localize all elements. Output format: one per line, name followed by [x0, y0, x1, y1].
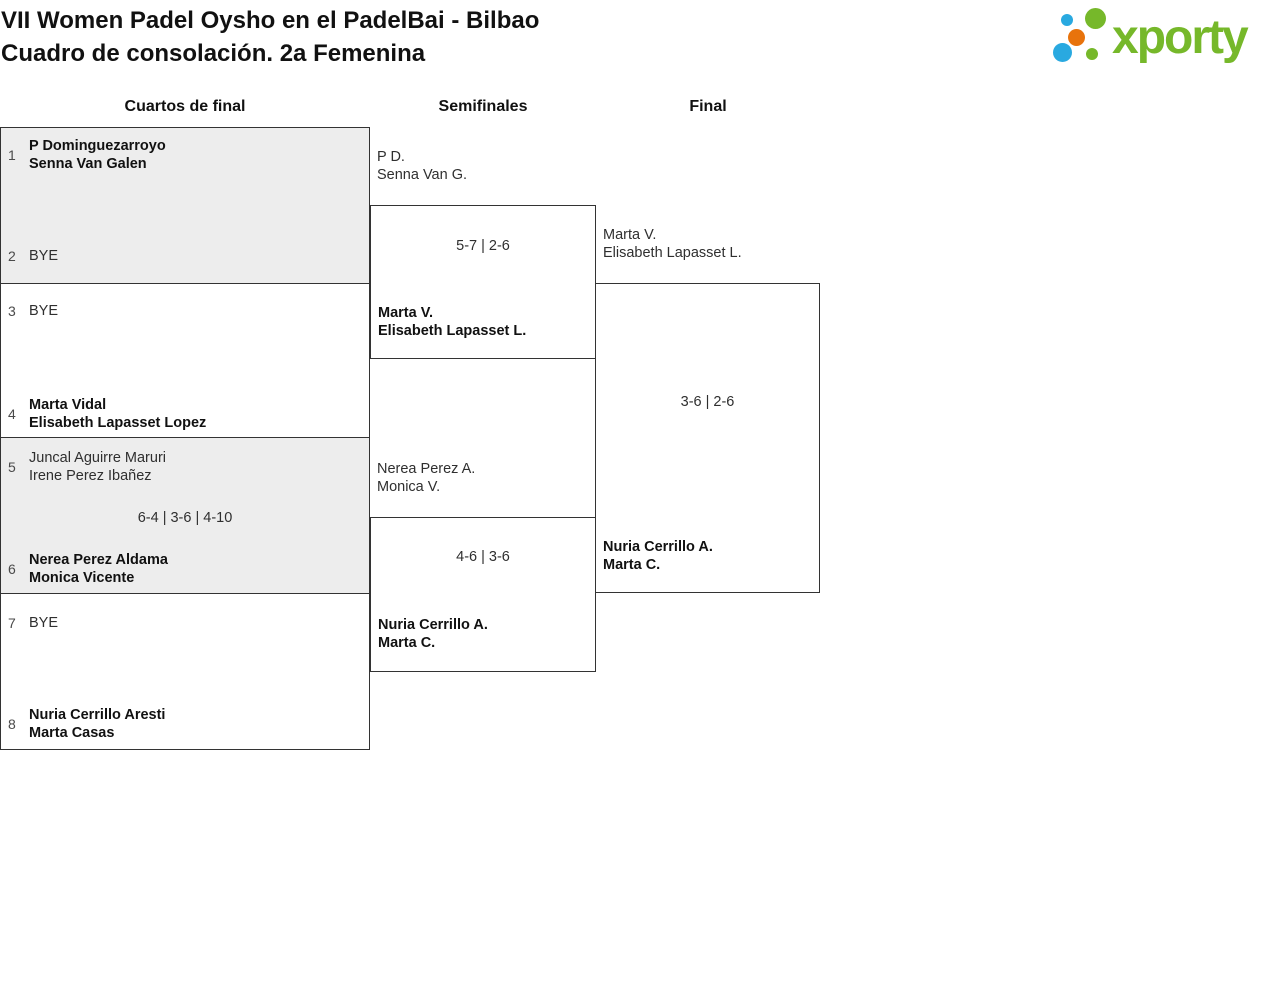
player-name: Monica V.: [377, 479, 441, 495]
team-names: Juncal Aguirre Maruri Irene Perez Ibañez: [29, 449, 166, 485]
player-name: P Dominguezarroyo: [29, 138, 166, 154]
team-slot-qf4-bottom: 8 Nuria Cerrillo Aresti Marta Casas: [8, 706, 165, 742]
team-slot-qf4-top: 7 BYE: [8, 614, 58, 632]
team-label-final-top: Marta V. Elisabeth Lapasset L.: [603, 226, 742, 262]
match-score-qf3: 6-4 | 3-6 | 4-10: [137, 510, 233, 526]
match-box-sf1: 5-7 | 2-6 Marta V. Elisabeth Lapasset L.: [370, 205, 596, 359]
match-shading-qf1: [1, 128, 369, 283]
player-name: Elisabeth Lapasset L.: [603, 245, 742, 261]
team-names: Marta Vidal Elisabeth Lapasset Lopez: [29, 396, 206, 432]
player-name: Monica Vicente: [29, 570, 135, 586]
match-box-sf2: 4-6 | 3-6 Nuria Cerrillo A. Marta C.: [370, 517, 596, 672]
seed-number: 5: [8, 459, 16, 475]
team-names: Nuria Cerrillo Aresti Marta Casas: [29, 706, 165, 742]
team-label-sf1-top: P D. Senna Van G.: [377, 148, 467, 184]
match-divider: [1, 283, 369, 284]
player-name: Marta C.: [378, 635, 436, 651]
player-name: Elisabeth Lapasset Lopez: [29, 415, 207, 431]
team-names: BYE: [29, 614, 58, 632]
player-name: Marta V.: [603, 227, 657, 243]
draw-name: Cuadro de consolación. 2a Femenina: [1, 40, 426, 67]
tournament-name: VII Women Padel Oysho en el PadelBai - B…: [1, 7, 540, 34]
match-box-final: 3-6 | 2-6 Nuria Cerrillo A. Marta C.: [595, 283, 820, 593]
team-names: P Dominguezarroyo Senna Van Galen: [29, 137, 166, 173]
seed-number: 8: [8, 716, 16, 732]
seed-number: 3: [8, 303, 16, 319]
xporty-logo[interactable]: xporty: [1048, 2, 1274, 76]
logo-wordmark: xporty: [1112, 11, 1249, 64]
team-label-sf2-top: Nerea Perez A. Monica V.: [377, 460, 475, 496]
team-label-final-bottom: Nuria Cerrillo A. Marta C.: [603, 538, 713, 574]
quarterfinals-column: 1 P Dominguezarroyo Senna Van Galen 2 BY…: [0, 127, 370, 750]
logo-dot-blue-small: [1061, 14, 1073, 26]
team-slot-qf1-bottom: 2 BYE: [8, 247, 58, 265]
team-names: BYE: [29, 302, 58, 320]
seed-number: 7: [8, 615, 16, 631]
player-name: Nuria Cerrillo Aresti: [29, 707, 166, 723]
player-name: Marta C.: [603, 557, 661, 573]
player-name: Elisabeth Lapasset L.: [378, 323, 527, 339]
round-header-semifinals: Semifinales: [438, 98, 528, 115]
player-name: Nerea Perez A.: [377, 461, 476, 477]
player-name: P D.: [377, 149, 405, 165]
match-score-sf2: 4-6 | 3-6: [456, 549, 510, 565]
page-title: VII Women Padel Oysho en el PadelBai - B…: [1, 4, 539, 70]
match-score-final: 3-6 | 2-6: [680, 394, 735, 410]
round-header-quarterfinals: Cuartos de final: [124, 98, 246, 115]
team-names: Nerea Perez Aldama Monica Vicente: [29, 551, 168, 587]
player-name: Marta Casas: [29, 725, 115, 741]
seed-number: 2: [8, 248, 16, 264]
player-name: Senna Van G.: [377, 167, 468, 183]
player-name: Senna Van Galen: [29, 156, 147, 172]
player-name: Marta V.: [378, 305, 434, 321]
logo-dot-green-small: [1086, 48, 1098, 60]
bye-label: BYE: [29, 615, 59, 631]
logo-dots-icon: [1048, 5, 1110, 75]
player-name: Irene Perez Ibañez: [29, 468, 152, 484]
seed-number: 6: [8, 561, 16, 577]
team-names: BYE: [29, 247, 58, 265]
team-slot-qf1-top: 1 P Dominguezarroyo Senna Van Galen: [8, 137, 166, 173]
logo-dot-green-large: [1085, 8, 1106, 29]
seed-number: 4: [8, 406, 16, 422]
match-score-sf1: 5-7 | 2-6: [456, 238, 510, 254]
player-name: Marta Vidal: [29, 397, 107, 413]
player-name: Nuria Cerrillo A.: [378, 617, 488, 633]
match-divider: [1, 437, 369, 438]
logo-dot-orange: [1068, 29, 1085, 46]
match-divider: [1, 593, 369, 594]
team-label-sf1-bottom: Marta V. Elisabeth Lapasset L.: [378, 304, 526, 340]
team-slot-qf2-bottom: 4 Marta Vidal Elisabeth Lapasset Lopez: [8, 396, 206, 432]
team-slot-qf3-top: 5 Juncal Aguirre Maruri Irene Perez Ibañ…: [8, 449, 166, 485]
player-name: Nerea Perez Aldama: [29, 552, 168, 568]
seed-number: 1: [8, 147, 16, 163]
match-shading-qf3: [1, 437, 369, 593]
player-name: Nuria Cerrillo A.: [603, 539, 713, 555]
team-slot-qf3-bottom: 6 Nerea Perez Aldama Monica Vicente: [8, 551, 168, 587]
team-slot-qf2-top: 3 BYE: [8, 302, 58, 320]
round-header-final: Final: [689, 98, 727, 115]
logo-dot-blue-large: [1053, 43, 1072, 62]
bye-label: BYE: [29, 303, 59, 319]
player-name: Juncal Aguirre Maruri: [29, 450, 166, 466]
bye-label: BYE: [29, 248, 59, 264]
team-label-sf2-bottom: Nuria Cerrillo A. Marta C.: [378, 616, 488, 652]
